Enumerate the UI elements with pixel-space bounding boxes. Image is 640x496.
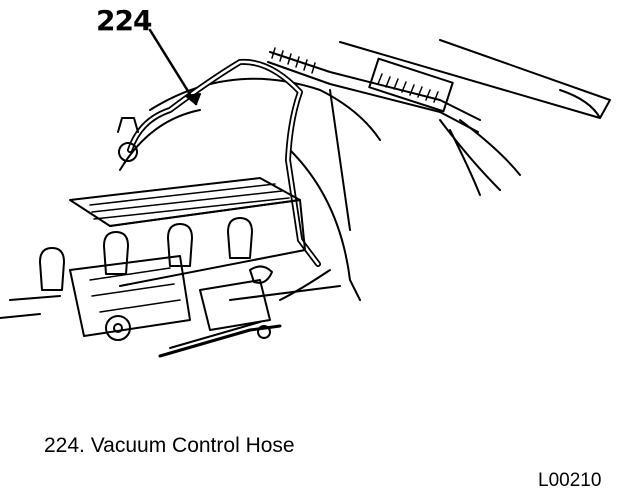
linkage-rod: [169, 321, 261, 349]
legend-item: 224. Vacuum Control Hose: [44, 434, 295, 458]
body-line: [289, 149, 361, 301]
fender-edge: [559, 89, 601, 119]
firewall-line: [329, 89, 351, 231]
mount-detail: [249, 265, 273, 284]
valve-cover-ribs: [89, 183, 290, 220]
plug-post-2: [103, 231, 129, 275]
harness-ribs: [377, 73, 439, 103]
vacuum-control-hose-inner: [128, 60, 320, 266]
lower-manifold: [0, 285, 341, 319]
hose-fitting: [118, 142, 138, 162]
harness-clip: [368, 57, 454, 113]
harness-wires: [439, 119, 521, 196]
throttle-pulley-hub: [113, 323, 123, 333]
callout-leader: [148, 28, 198, 106]
throttle-pulley: [105, 315, 131, 341]
cable-lower: [279, 269, 331, 301]
air-cleaner-curve: [149, 77, 381, 141]
carburetor-body: [69, 255, 191, 337]
plug-post-1: [39, 247, 65, 291]
vacuum-control-hose: [127, 58, 321, 267]
legend-item-description: Vacuum Control Hose: [90, 434, 295, 457]
callout-number: 224: [96, 4, 152, 37]
fender-outline: [339, 39, 611, 119]
throttle-linkage: [158, 324, 282, 358]
carburetor-detail: [89, 267, 181, 313]
engine-block-outline: [109, 199, 306, 287]
plug-post-4: [227, 217, 253, 259]
air-cleaner-lower: [119, 109, 201, 171]
hose-fitting-top: [117, 117, 139, 133]
harness-bottom: [267, 61, 479, 133]
bracket-bolt: [257, 325, 271, 339]
lower-bracket: [199, 279, 271, 331]
legend-item-number: 224.: [44, 434, 85, 457]
left-harness-ribs: [271, 47, 316, 74]
plug-post-3: [167, 223, 193, 267]
callout-arrow: [185, 93, 201, 105]
figure-code: L00210: [538, 470, 602, 491]
harness-top: [269, 51, 481, 121]
